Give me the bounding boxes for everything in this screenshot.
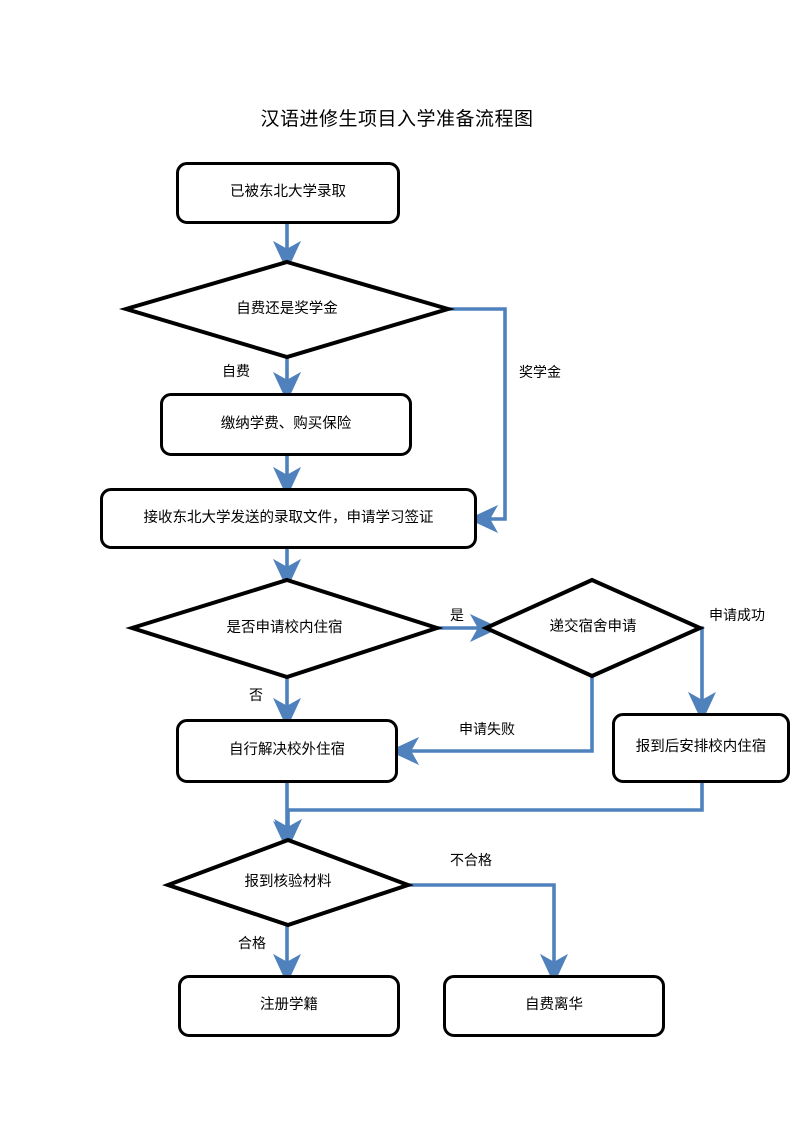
node-apply-campus-housing[interactable]: 是否申请校内住宿 bbox=[132, 580, 437, 677]
page-title: 汉语进修生项目入学准备流程图 bbox=[260, 108, 534, 130]
edge-label-scholarship: 奖学金 bbox=[519, 365, 561, 381]
node-label: 接收东北大学发送的录取文件，申请学习签证 bbox=[143, 509, 434, 526]
node-off-campus-housing[interactable]: 自行解决校外住宿 bbox=[176, 719, 398, 783]
node-label: 递交宿舍申请 bbox=[549, 619, 637, 636]
edge-label-pass: 合格 bbox=[238, 936, 266, 952]
node-funding-type[interactable]: 自费还是奖学金 bbox=[126, 262, 448, 357]
node-label: 自费离华 bbox=[525, 997, 583, 1014]
node-register-enrollment[interactable]: 注册学籍 bbox=[178, 975, 400, 1037]
edge-label-self-funded: 自费 bbox=[222, 364, 250, 380]
node-label: 自费还是奖学金 bbox=[236, 300, 338, 317]
edge-label-yes: 是 bbox=[450, 608, 464, 624]
edge-d4-n7 bbox=[408, 883, 569, 985]
node-label: 报到后安排校内住宿 bbox=[635, 739, 767, 756]
node-on-campus-housing[interactable]: 报到后安排校内住宿 bbox=[612, 713, 790, 783]
edge-label-fail: 不合格 bbox=[450, 853, 492, 869]
node-submit-dorm-application[interactable]: 递交宿舍申请 bbox=[486, 580, 700, 676]
node-admitted[interactable]: 已被东北大学录取 bbox=[176, 162, 400, 224]
node-receive-documents-apply-visa[interactable]: 接收东北大学发送的录取文件，申请学习签证 bbox=[100, 488, 477, 549]
node-label: 已被东北大学录取 bbox=[230, 184, 346, 201]
edge-label-no: 否 bbox=[249, 688, 263, 704]
node-label: 缴纳学费、购买保险 bbox=[220, 415, 352, 432]
node-label: 是否申请校内住宿 bbox=[226, 619, 343, 636]
edge-n5-d4 bbox=[273, 783, 704, 850]
node-label: 报到核验材料 bbox=[244, 873, 332, 890]
edge-label-application-rejected: 申请失败 bbox=[459, 722, 515, 738]
edge-label-application-approved: 申请成功 bbox=[709, 608, 765, 624]
edge-d3-n4-fail bbox=[388, 676, 594, 766]
node-verify-materials[interactable]: 报到核验材料 bbox=[168, 840, 408, 925]
node-pay-tuition-insurance[interactable]: 缴纳学费、购买保险 bbox=[160, 393, 412, 456]
node-label: 自行解决校外住宿 bbox=[229, 742, 345, 759]
edge-d3-n5-success bbox=[687, 626, 717, 723]
node-label: 注册学籍 bbox=[260, 997, 318, 1014]
node-leave-china[interactable]: 自费离华 bbox=[443, 975, 665, 1037]
